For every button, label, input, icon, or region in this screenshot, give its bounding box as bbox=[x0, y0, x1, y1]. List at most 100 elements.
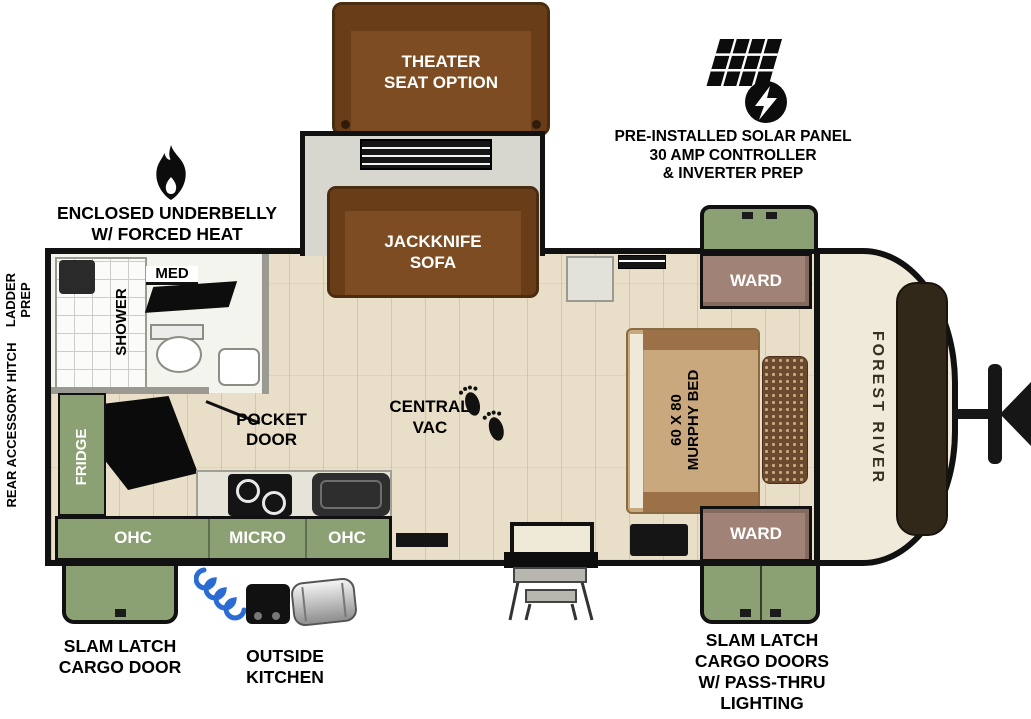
ward-bottom-label: WARD bbox=[730, 524, 782, 543]
bed-rail-top bbox=[643, 330, 758, 350]
tank-seam bbox=[301, 587, 307, 622]
label-line: CARGO DOORS bbox=[694, 651, 830, 671]
cabinet-seam bbox=[208, 519, 210, 558]
cargo-right-caption: SLAM LATCH CARGO DOORS W/ PASS-THRU LIGH… bbox=[668, 630, 856, 714]
outside-kitchen-tank bbox=[289, 576, 359, 628]
sofa-armrest-right bbox=[531, 25, 547, 133]
bed-pillow bbox=[762, 356, 808, 484]
label-line: CENTRAL bbox=[389, 397, 471, 416]
murphy-bed-label: 60 X 80 MURPHY BED bbox=[668, 335, 704, 505]
roof-vent bbox=[566, 256, 614, 302]
central-vac-label: CENTRAL VAC bbox=[382, 396, 478, 438]
label-line: LADDER bbox=[3, 272, 18, 328]
micro-label: MICRO bbox=[229, 528, 286, 547]
sink-basin bbox=[320, 480, 382, 509]
outside-kitchen-hose bbox=[194, 567, 247, 621]
label-line: POCKET bbox=[236, 410, 307, 429]
cargo-door-top bbox=[700, 205, 818, 253]
label-line: SOFA bbox=[409, 253, 457, 272]
floor-register bbox=[396, 533, 448, 547]
door-seam bbox=[760, 566, 762, 620]
label-line: PREP bbox=[18, 282, 33, 318]
label-line: KITCHEN bbox=[246, 667, 324, 687]
solar-panel-icon bbox=[706, 39, 787, 123]
entry-steps bbox=[508, 567, 594, 621]
latch bbox=[740, 609, 751, 617]
label-line: THEATER bbox=[401, 52, 481, 71]
ward-top-label: WARD bbox=[730, 271, 782, 290]
burner bbox=[236, 479, 260, 503]
sofa-back bbox=[330, 189, 536, 211]
label-line: 60 X 80 bbox=[668, 394, 685, 446]
solar-caption: PRE-INSTALLED SOLAR PANEL 30 AMP CONTROL… bbox=[597, 128, 869, 184]
overhead-cabinet-bar: OHC MICRO OHC bbox=[55, 516, 392, 561]
griddle-knob bbox=[272, 612, 280, 620]
label-line: SLAM LATCH bbox=[63, 636, 177, 656]
label-line: W/ PASS-THRU bbox=[698, 672, 826, 692]
pocket-door-label: POCKET DOOR bbox=[224, 410, 319, 450]
label-line: W/ FORCED HEAT bbox=[91, 224, 243, 244]
ohc-left-label: OHC bbox=[114, 528, 152, 547]
front-window bbox=[896, 282, 948, 536]
kitchen-sink bbox=[312, 473, 390, 516]
latch bbox=[766, 212, 777, 219]
latch bbox=[742, 212, 753, 219]
sofa-armrest-left bbox=[330, 205, 345, 295]
flame-icon bbox=[156, 145, 186, 200]
outside-kitchen-griddle bbox=[246, 584, 290, 624]
fridge bbox=[58, 393, 106, 516]
lightning-bolt-icon bbox=[755, 86, 777, 120]
label-line: ENCLOSED UNDERBELLY bbox=[56, 203, 278, 223]
med-cabinet-label: MED bbox=[146, 266, 198, 285]
cargo-doors-bottom-right bbox=[700, 562, 820, 624]
theater-seat-sofa: THEATER SEAT OPTION bbox=[332, 2, 550, 136]
cargo-left-caption: SLAM LATCH CARGO DOOR bbox=[25, 636, 215, 678]
shower-label: SHOWER bbox=[113, 288, 130, 356]
label-line: VAC bbox=[412, 418, 448, 437]
label-line: CARGO DOOR bbox=[58, 657, 182, 677]
griddle-knob bbox=[254, 612, 262, 620]
brand-label: FOREST RIVER bbox=[869, 330, 886, 486]
rear-accessory-hitch-label: REAR ACCESSORY HITCH bbox=[4, 342, 19, 508]
ohc-right-label: OHC bbox=[328, 528, 366, 547]
cooktop bbox=[228, 474, 292, 516]
latch bbox=[115, 609, 126, 617]
ladder-prep-label: LADDER PREP bbox=[3, 255, 33, 345]
label-line: LIGHTING bbox=[720, 693, 804, 713]
bath-sink bbox=[218, 348, 260, 386]
tank-seam bbox=[341, 582, 347, 617]
sofa-armrest-left bbox=[335, 25, 351, 133]
toilet-bowl bbox=[156, 336, 202, 373]
jackknife-sofa-label: JACKKNIFE SOFA bbox=[330, 231, 536, 273]
bathroom-wall-right bbox=[262, 254, 269, 394]
sofa-back bbox=[335, 5, 547, 31]
label-line: SEAT OPTION bbox=[384, 73, 498, 92]
sofa-foot-right bbox=[532, 120, 541, 129]
cargo-door-bottom-left bbox=[62, 562, 178, 624]
label-line: 30 AMP CONTROLLER bbox=[649, 146, 817, 164]
underbelly-caption: ENCLOSED UNDERBELLY W/ FORCED HEAT bbox=[39, 203, 295, 245]
wardrobe-top: WARD bbox=[700, 253, 812, 309]
label-line: SLAM LATCH bbox=[705, 630, 819, 650]
theater-seat-label: THEATER SEAT OPTION bbox=[335, 51, 547, 93]
jackknife-sofa: JACKKNIFE SOFA bbox=[327, 186, 539, 298]
burner bbox=[262, 491, 286, 515]
sofa-foot-left bbox=[341, 120, 350, 129]
murphy-bed bbox=[626, 328, 760, 514]
outside-kitchen-caption: OUTSIDE KITCHEN bbox=[207, 646, 363, 688]
entry-door bbox=[504, 552, 598, 568]
label-line: MURPHY BED bbox=[685, 369, 702, 471]
bedroom-window bbox=[618, 255, 666, 269]
cabinet-seam bbox=[305, 519, 307, 558]
media-cabinet bbox=[630, 524, 688, 556]
label-line: JACKKNIFE bbox=[384, 232, 482, 251]
label-line: PRE-INSTALLED SOLAR PANEL bbox=[614, 128, 852, 145]
bathroom-wall-bottom bbox=[51, 387, 209, 394]
slideout-window bbox=[360, 139, 492, 170]
wardrobe-bottom: WARD bbox=[700, 506, 812, 562]
fridge-label: FRIDGE bbox=[73, 428, 90, 486]
latch bbox=[770, 609, 781, 617]
bed-fold-edge bbox=[630, 334, 644, 508]
footprints-icon bbox=[459, 385, 504, 441]
